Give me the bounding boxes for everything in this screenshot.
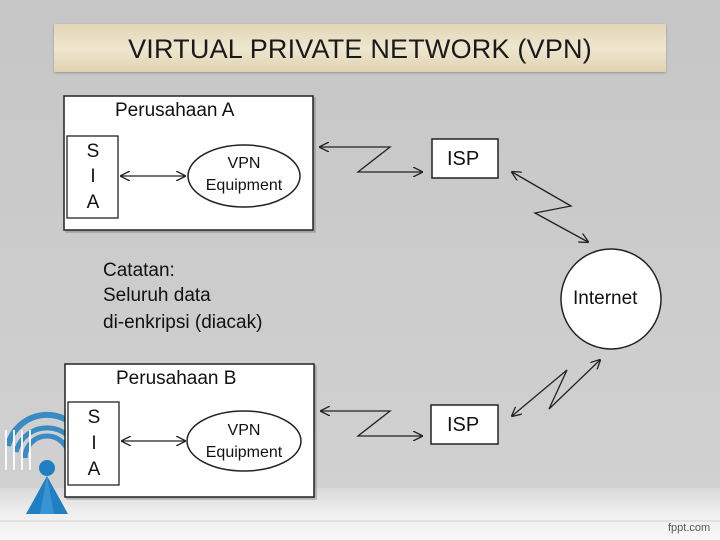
company-b-vpn-label-line2: Equipment xyxy=(205,444,283,461)
company-a-sia-a: A xyxy=(86,192,100,213)
company-b-sia-s: S xyxy=(87,407,101,428)
company-a-title: Perusahaan A xyxy=(115,100,235,121)
note-line-3: di-enkripsi (diacak) xyxy=(103,312,263,333)
company-b-vpn-equipment xyxy=(186,410,302,472)
internet-label: Internet xyxy=(573,288,638,309)
company-a-sia-box xyxy=(66,135,119,219)
company-a-sia-i: I xyxy=(90,166,96,187)
isp-top-box xyxy=(431,138,499,179)
title-bar: VIRTUAL PRIVATE NETWORK (VPN) xyxy=(54,24,666,72)
company-a-sia-s: S xyxy=(86,141,100,162)
company-b-title: Perusahaan B xyxy=(116,368,237,389)
floor-line xyxy=(0,520,720,522)
note-line-2: Seluruh data xyxy=(103,285,211,306)
company-b-sia-a: A xyxy=(87,459,101,480)
isp-bottom-box xyxy=(430,404,499,445)
isp-bottom-label: ISP xyxy=(447,414,480,436)
link-isp-internet-top xyxy=(512,172,588,242)
company-a-vpn-equipment xyxy=(187,144,301,208)
link-company-b-isp xyxy=(321,411,422,436)
footer-brand: fppt.com xyxy=(668,522,711,534)
slide-title: VIRTUAL PRIVATE NETWORK (VPN) xyxy=(128,34,592,64)
note-line-1: Catatan: xyxy=(103,260,175,281)
company-a-vpn-label-line2: Equipment xyxy=(205,177,283,194)
company-a-vpn-label-line1: VPN xyxy=(227,155,261,172)
link-company-a-isp xyxy=(320,147,422,172)
isp-top-label: ISP xyxy=(447,148,480,170)
company-b-sia-box xyxy=(67,401,120,486)
link-isp-internet-bottom xyxy=(512,360,600,416)
company-b-sia-i: I xyxy=(91,433,97,454)
internet-node xyxy=(560,248,662,350)
company-b-vpn-label-line1: VPN xyxy=(227,422,261,439)
